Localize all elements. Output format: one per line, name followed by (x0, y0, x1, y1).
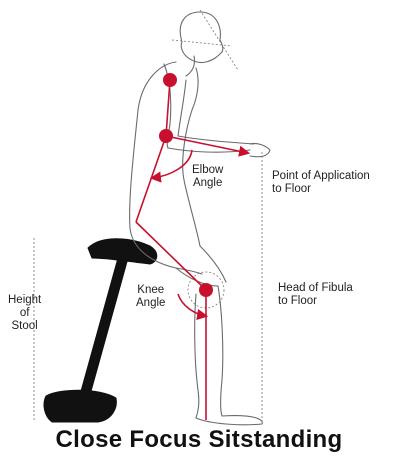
forearm-line (166, 136, 248, 153)
point-of-application-label: Point of Application to Floor (272, 170, 370, 196)
elbow-angle-arc (152, 150, 192, 178)
trunk-line (136, 136, 166, 222)
head-of-fibula-label: Head of Fibula to Floor (278, 282, 353, 308)
diagram-caption: Close Focus Sitstanding (0, 426, 398, 454)
guide-lines (34, 10, 262, 422)
elbow-angle-label: Elbow Angle (192, 164, 223, 190)
head-tilt-guide (200, 10, 238, 70)
stool-post (78, 258, 128, 402)
knee-joint-marker (199, 283, 213, 297)
elbow-joint-marker (159, 129, 173, 143)
knee-angle-arc (178, 294, 206, 316)
stool-base (44, 390, 116, 422)
knee-angle-label: Knee Angle (136, 284, 165, 310)
person-outline (130, 12, 270, 425)
height-of-stool-label: Height of Stool (8, 294, 41, 333)
shoulder-joint-marker (163, 73, 177, 87)
stool-illustration (44, 239, 157, 422)
